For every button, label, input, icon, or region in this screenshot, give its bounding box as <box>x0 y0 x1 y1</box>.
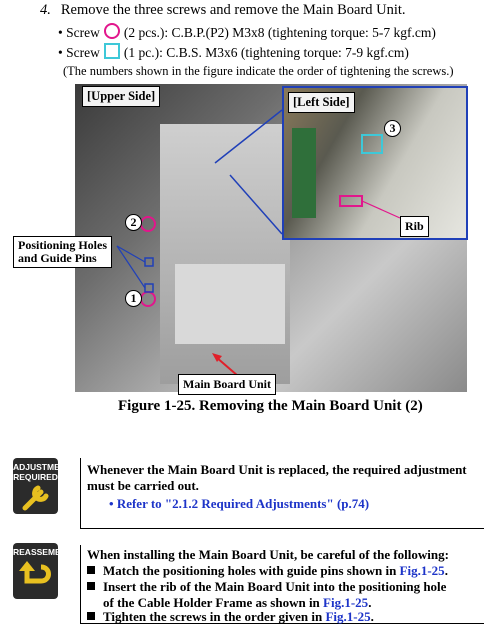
reassembly-item-2: Insert the rib of the Main Board Unit in… <box>87 579 446 595</box>
main-board-label: Main Board Unit <box>178 374 277 395</box>
reassembly-item-1: Match the positioning holes with guide p… <box>87 563 448 579</box>
guide-pin-marker-1 <box>144 257 154 267</box>
reassembly-item-2-cont: of the Cable Holder Frame as shown in Fi… <box>103 595 372 610</box>
adjustment-box: Whenever the Main Board Unit is replaced… <box>80 458 484 529</box>
guide-pin-marker-2 <box>144 283 154 293</box>
rib-label: Rib <box>400 216 429 237</box>
undo-arrow-icon <box>19 561 51 584</box>
step-heading: 4. Remove the three screws and remove the… <box>40 2 406 19</box>
screw-3-marker <box>361 134 383 154</box>
order-badge-1: 1 <box>125 290 142 307</box>
reassembly-icon: REASSEMBLY <box>13 543 71 599</box>
adjustment-line-1: Whenever the Main Board Unit is replaced… <box>87 462 467 477</box>
rib-marker <box>339 195 363 207</box>
order-badge-2: 2 <box>125 214 142 231</box>
adjustment-line-2: must be carried out. <box>87 478 199 493</box>
screw-2-marker <box>140 216 156 232</box>
step-text: Remove the three screws and remove the M… <box>60 2 406 18</box>
upper-side-label: [Upper Side] <box>82 86 161 107</box>
order-badge-3: 3 <box>384 120 401 137</box>
fig-link-2[interactable]: Fig.1-25 <box>323 595 369 610</box>
step-number: 4. <box>40 2 51 18</box>
reassembly-box: When installing the Main Board Unit, be … <box>80 545 484 624</box>
adjustment-reference-link[interactable]: • Refer to "2.1.2 Required Adjustments" … <box>109 496 370 511</box>
screw-1-marker <box>140 291 156 307</box>
pink-circle-icon <box>103 23 120 39</box>
fig-link-1[interactable]: Fig.1-25 <box>399 563 445 578</box>
reassembly-intro: When installing the Main Board Unit, be … <box>87 547 449 562</box>
screw-spec-2: • Screw(1 pc.): C.B.S. M3x6 (tightening … <box>58 43 409 60</box>
positioning-holes-label: Positioning Holes and Guide Pins <box>13 236 113 268</box>
figure-caption: Figure 1-25. Removing the Main Board Uni… <box>118 398 423 414</box>
left-side-label: [Left Side] <box>288 92 355 113</box>
wrench-icon <box>22 485 49 511</box>
tightening-note: (The numbers shown in the figure indicat… <box>63 64 454 78</box>
screw-spec-1: • Screw(2 pcs.): C.B.P.(P2) M3x8 (tighte… <box>58 23 436 40</box>
fig-link-3[interactable]: Fig.1-25 <box>325 609 371 624</box>
reassembly-item-3: Tighten the screws in the order given in… <box>87 609 374 625</box>
cyan-square-icon <box>103 43 120 59</box>
adjustment-required-icon: ADJUSTMENT REQUIRED <box>13 458 71 514</box>
